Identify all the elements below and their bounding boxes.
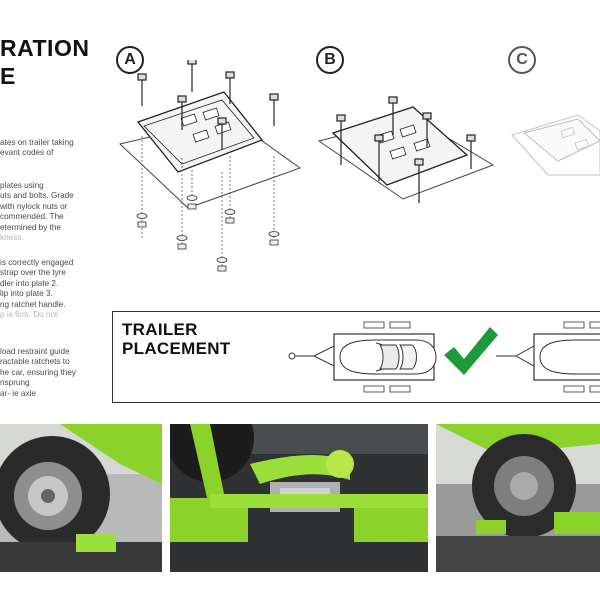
page-title: RATION E — [0, 34, 89, 90]
trailer-diagram-correct — [288, 321, 437, 393]
step-a-marker: A — [116, 46, 144, 74]
photo-wheel-chock-right — [436, 424, 600, 572]
text-line: ractable ratchets to — [0, 357, 70, 367]
placement-title-line-1: TRAILER — [122, 320, 198, 339]
bolt-icon — [336, 96, 476, 203]
instruction-paragraph-3: is correctly engaged strap over the tyre… — [0, 258, 73, 320]
text-line: p is firm. Do not — [0, 310, 58, 320]
checkmark-icon — [444, 327, 498, 375]
trailer-hitch-icon — [288, 345, 335, 367]
trailer-diagram-alternate — [496, 321, 600, 393]
plate-icon — [136, 91, 264, 173]
instruction-paragraph-4: load restraint guide ractable ratchets t… — [0, 347, 76, 399]
placement-title-line-2: PLACEMENT — [122, 339, 231, 358]
text-line: uts and bolts. Grade — [0, 191, 74, 201]
text-line: ng ratchet handle. — [0, 299, 66, 309]
car-top-view-icon — [339, 339, 437, 375]
plate-icon — [331, 106, 469, 186]
text-line: evant codes of — [0, 148, 54, 158]
text-line: load restraint guide — [0, 347, 70, 356]
text-line: commended. The — [0, 212, 64, 222]
trailer-hitch-icon — [496, 345, 535, 367]
diagram-step-a — [118, 60, 302, 272]
step-c-marker: C — [508, 46, 536, 74]
text-line: ar- ie axle — [0, 388, 36, 398]
diagram-step-c — [511, 114, 600, 176]
wheel-chock-set — [363, 321, 411, 393]
step-b-marker: B — [316, 46, 344, 74]
text-line: dler into plate 2. — [0, 278, 59, 288]
text-line: with nylock nuts or — [0, 201, 68, 211]
trailer-placement-panel — [112, 311, 600, 403]
instruction-paragraph-1: ates on trailer taking evant codes of — [0, 138, 74, 159]
text-line: lip into plate 3. — [0, 289, 53, 299]
page-title-line-1: RATION — [0, 35, 90, 61]
text-line: ates on trailer taking — [0, 138, 74, 147]
photo-ratchet-strap — [170, 424, 428, 572]
bolt-icon — [137, 60, 279, 150]
text-line: etermined by the — [0, 222, 61, 232]
text-line: strap over the tyre — [0, 268, 66, 278]
trailer-placement-title: TRAILER PLACEMENT — [122, 320, 230, 358]
text-line: is correctly engaged — [0, 258, 74, 267]
diagram-step-b — [317, 96, 495, 203]
text-line: plates using — [0, 181, 44, 190]
text-line: kness. — [0, 233, 24, 243]
text-line: nsprung — [0, 378, 30, 388]
car-top-view-icon — [539, 339, 600, 375]
page-title-line-2: E — [0, 63, 16, 89]
text-line: he car, ensuring they — [0, 367, 77, 377]
instruction-paragraph-2: plates using uts and bolts. Grade with n… — [0, 181, 74, 243]
photo-wheel-chock-left — [0, 424, 162, 572]
